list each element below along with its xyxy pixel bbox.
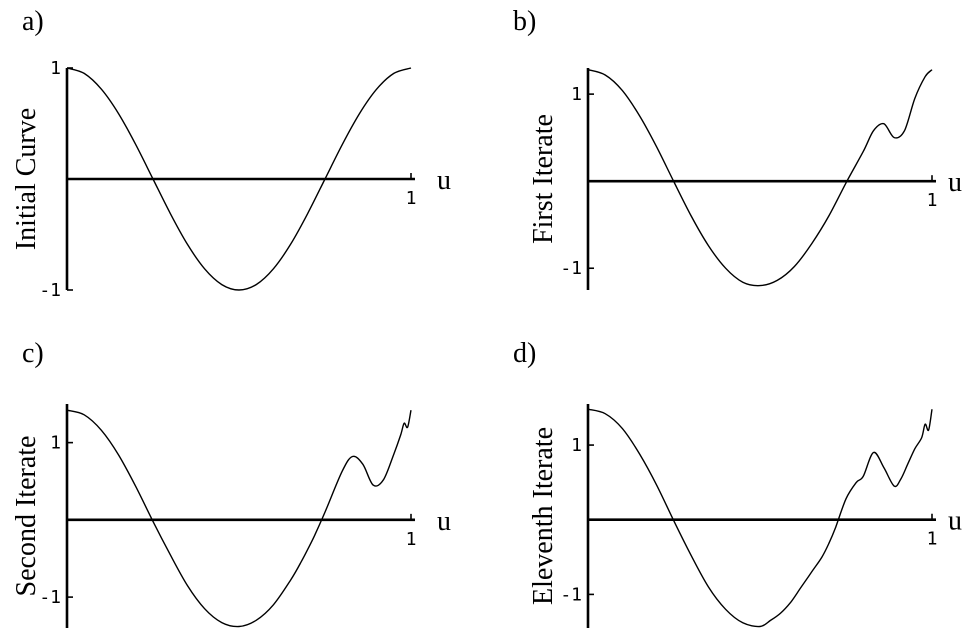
x-axis-label: u xyxy=(437,165,451,196)
y-tick-label: 1 xyxy=(50,58,61,79)
y-tick-label: 1 xyxy=(571,84,582,105)
x-axis-label: u xyxy=(437,506,451,537)
panel-letter: d) xyxy=(513,338,536,369)
panel-letter: b) xyxy=(513,6,536,37)
y-tick-label: -1 xyxy=(560,584,582,605)
y-axis-label: First Iterate xyxy=(528,114,559,244)
y-axis-label: Initial Curve xyxy=(11,108,42,250)
x-tick-label: 1 xyxy=(927,529,938,550)
y-tick-label: 1 xyxy=(50,433,61,454)
series-line xyxy=(587,69,933,287)
y-tick-label: -1 xyxy=(560,258,582,279)
x-tick-label: 1 xyxy=(406,188,417,209)
y-axis-label: Second Iterate xyxy=(11,436,42,597)
series-line xyxy=(66,409,412,628)
y-tick-label: -1 xyxy=(39,280,61,301)
series-line xyxy=(587,408,933,628)
y-tick-label: -1 xyxy=(39,587,61,608)
panel-letter: a) xyxy=(22,6,44,37)
x-tick-label: 1 xyxy=(927,190,938,211)
x-tick-label: 1 xyxy=(406,529,417,550)
panel-letter: c) xyxy=(22,338,44,369)
y-axis-label: Eleventh Iterate xyxy=(528,427,559,605)
series-line xyxy=(66,67,412,291)
x-axis-label: u xyxy=(948,506,962,537)
x-axis-label: u xyxy=(948,167,962,198)
y-tick-label: 1 xyxy=(571,435,582,456)
